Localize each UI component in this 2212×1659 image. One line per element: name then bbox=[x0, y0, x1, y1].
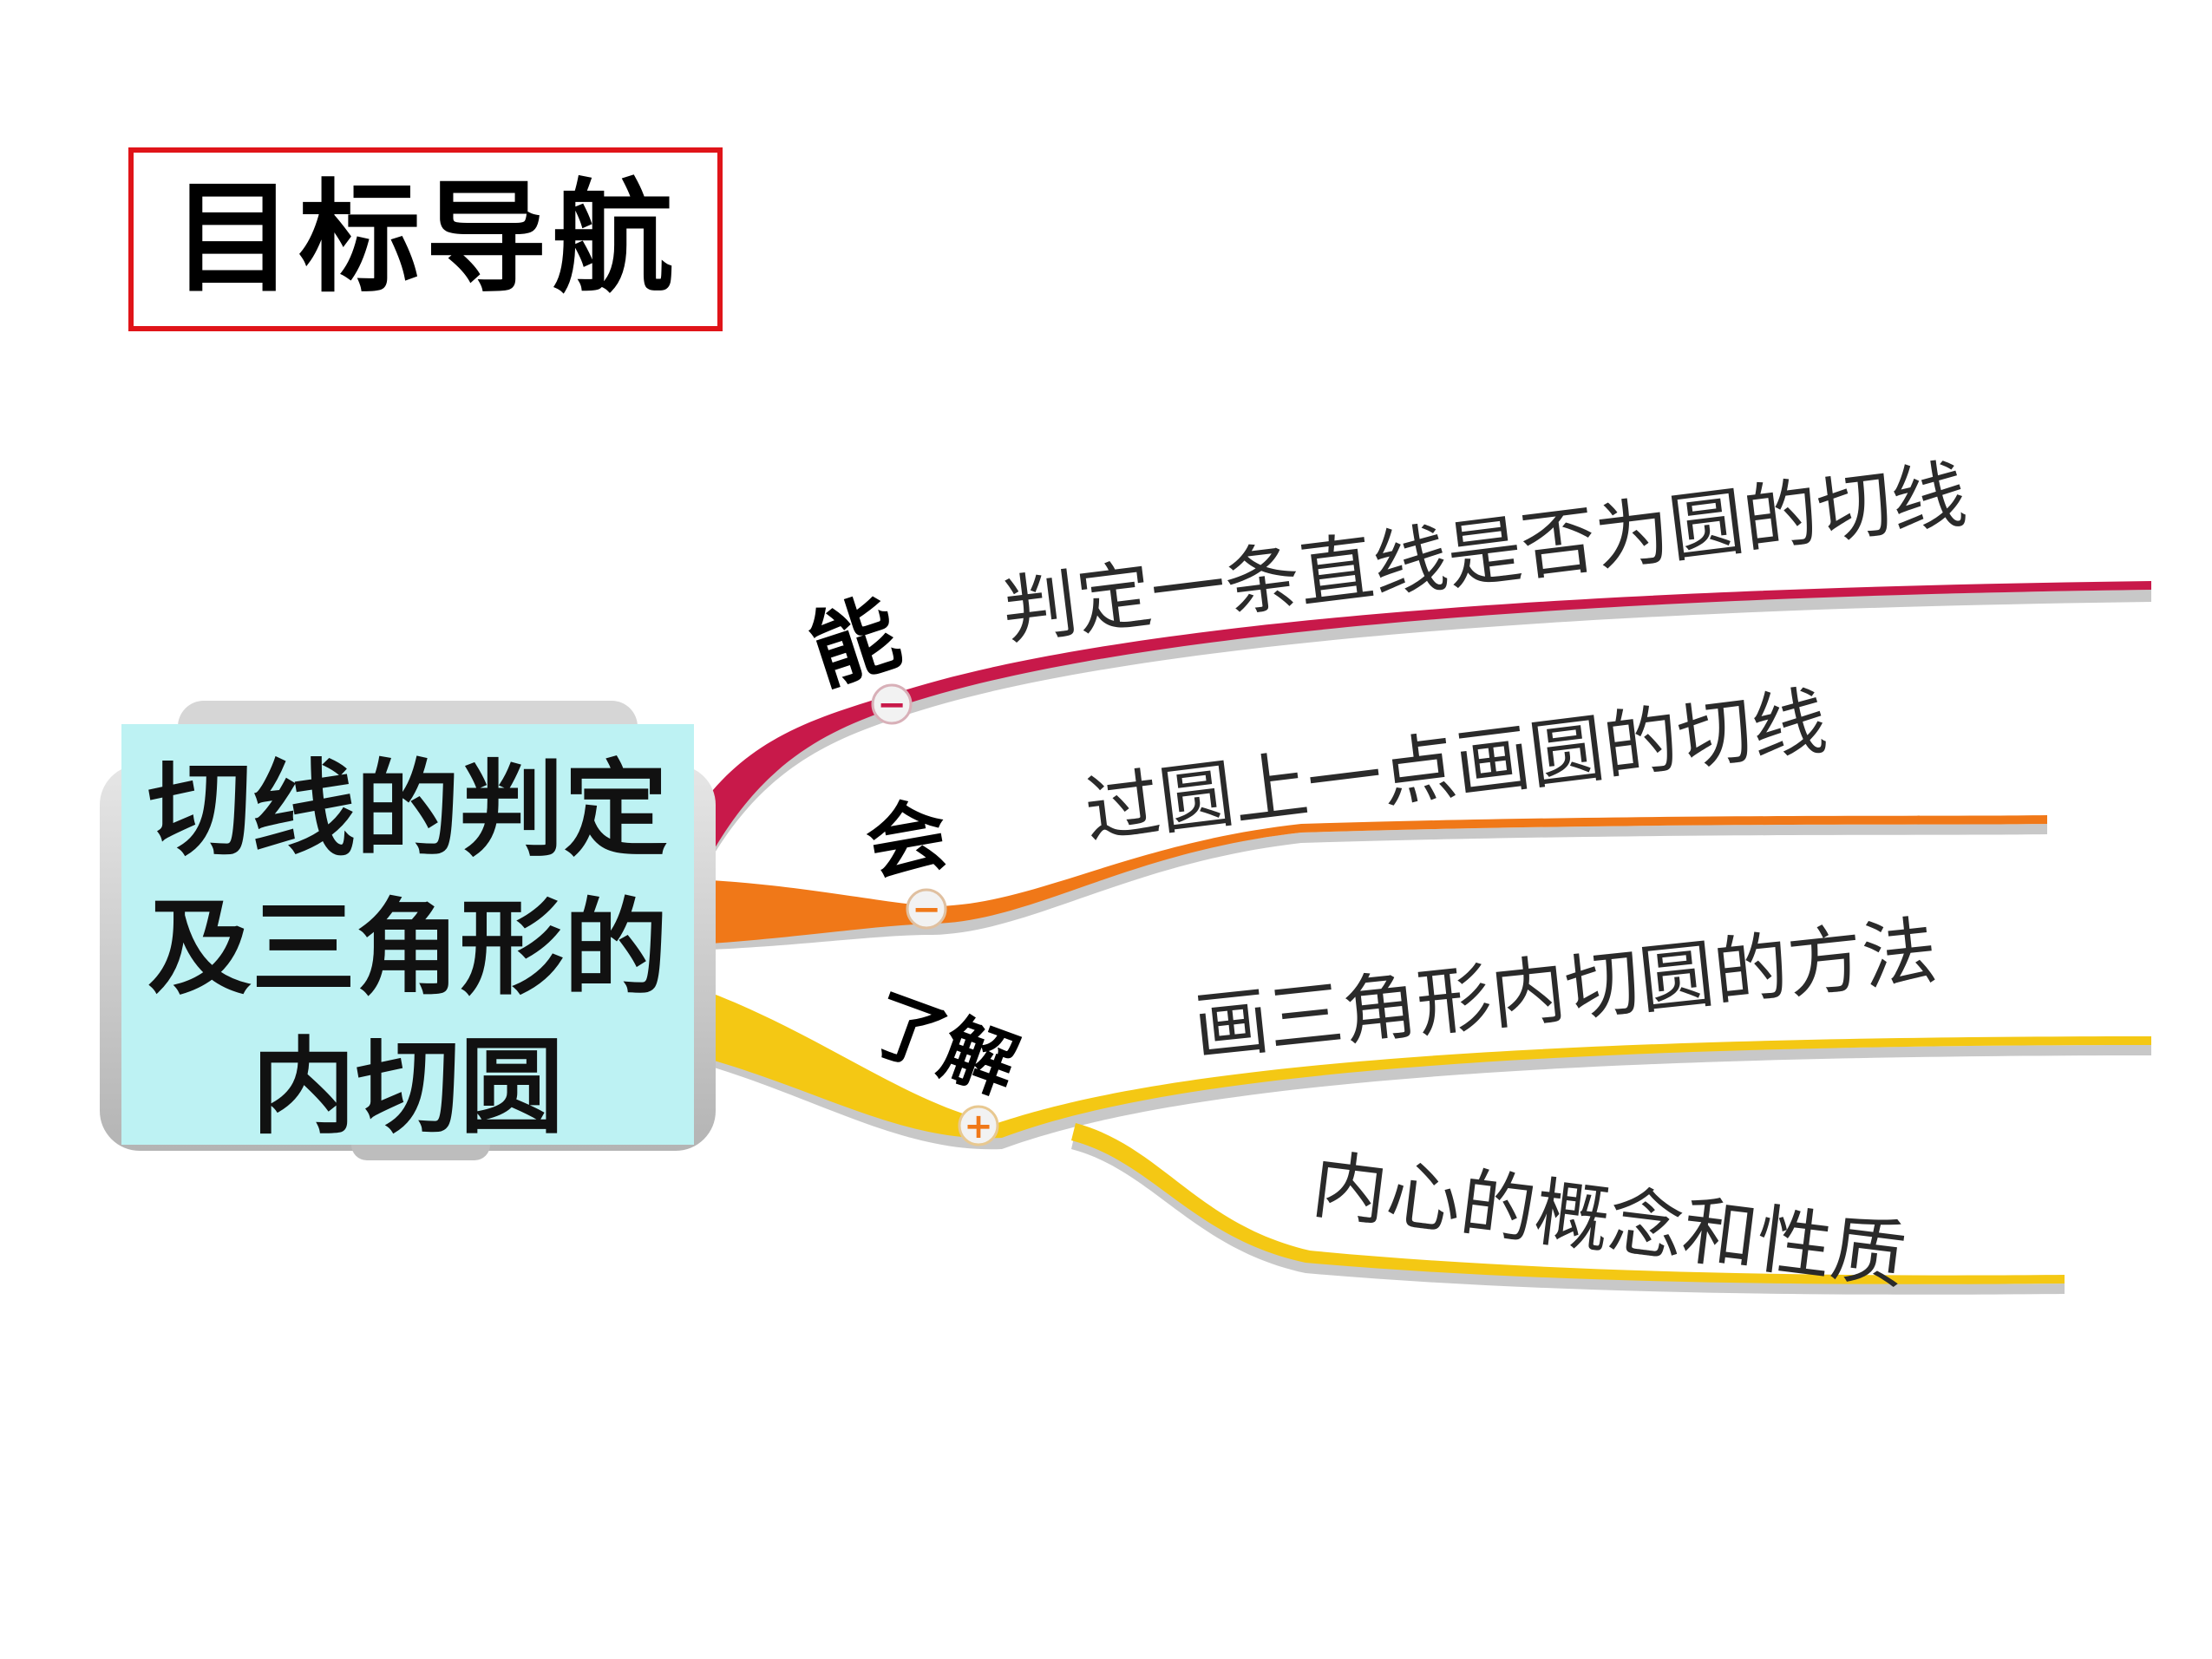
branch-ribbons bbox=[694, 581, 2151, 1295]
branch-neng-collapse-icon[interactable] bbox=[871, 683, 913, 725]
center-node-box bbox=[121, 724, 694, 1145]
branch-hui-label: 会 bbox=[860, 787, 954, 892]
branch-hui-ribbon-shadow bbox=[711, 824, 2047, 950]
branch-liaojie: 了解 + 画三角形内切圆的方法 内心的概念和性质 bbox=[859, 908, 1940, 1301]
title-box: 目标导航 bbox=[128, 147, 723, 331]
branch-liaojie-ribbon bbox=[711, 993, 2151, 1139]
branch-liaojie-expand-glyph: + bbox=[964, 1107, 993, 1146]
page-title: 目标导航 bbox=[172, 168, 679, 310]
branch-liaojie-expand-icon[interactable] bbox=[958, 1105, 999, 1146]
center-topic-line-2: 及三角形的 bbox=[147, 889, 668, 1009]
branch-hui: 会 − 过圆上一点画圆的切线 bbox=[860, 678, 1831, 930]
branch-hui-collapse-icon[interactable] bbox=[906, 888, 947, 930]
center-topic-line-3: 内切圆 bbox=[252, 1028, 564, 1148]
branch-hui-ribbon bbox=[711, 815, 2047, 944]
center-topic-line-1: 切线的判定 bbox=[147, 750, 668, 871]
branch-hui-collapse-glyph: − bbox=[912, 890, 941, 930]
branch-neng-collapse-glyph: − bbox=[877, 685, 906, 725]
center-node: 切线的判定 及三角形的 内切圆 bbox=[100, 701, 716, 1160]
